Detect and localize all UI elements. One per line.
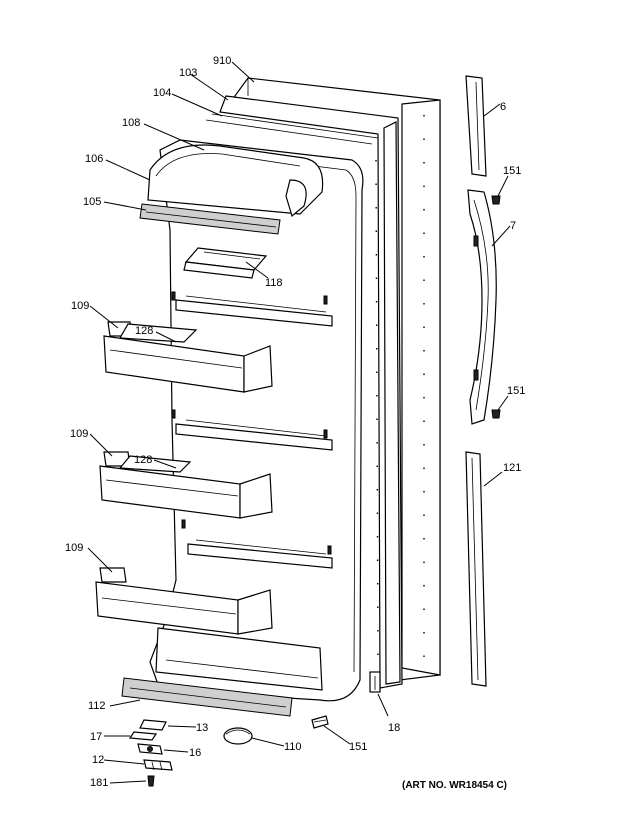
handle-screw-lower [491,409,501,419]
callout-labels: 910 103 104 108 106 105 118 109 128 109 … [65,55,525,791]
callout-110: 110 [284,741,302,753]
door-bin-middle [99,451,273,519]
hinge-hardware [128,719,173,787]
callout-128-middle: 128 [134,454,152,466]
callout-121: 121 [503,462,521,474]
door-bin-lower [95,567,273,635]
hinge-cover [223,727,253,745]
callout-151-bottom: 151 [349,741,367,753]
callout-181: 181 [90,777,108,789]
callout-128-upper: 128 [135,325,153,337]
callout-103: 103 [179,67,197,79]
callout-109-upper: 109 [71,300,89,312]
callout-105: 105 [83,196,101,208]
handle-end-cap-top [465,75,487,177]
callout-109-lower: 109 [65,542,83,554]
leader-lines [87,61,511,784]
lower-hinge-pin [369,671,381,693]
callout-151-middle: 151 [507,385,525,397]
callout-108: 108 [122,117,140,129]
callout-118: 118 [265,277,283,289]
callout-13: 13 [196,722,208,734]
callout-151-upper: 151 [503,165,521,177]
callout-109-middle: 109 [70,428,88,440]
callout-104: 104 [153,87,171,99]
callout-16: 16 [189,747,201,759]
art-number: (ART NO. WR18454 C) [402,780,507,791]
callout-18: 18 [388,722,400,734]
door-handle [467,189,497,425]
small-bin [183,247,268,279]
lower-screw [311,715,329,729]
handle-screw-upper [491,195,501,205]
callout-910: 910 [213,55,231,67]
callout-17: 17 [90,731,102,743]
bottom-trim [121,677,293,717]
callout-112: 112 [88,700,106,712]
callout-7: 7 [510,220,516,232]
callout-6: 6 [500,101,506,113]
dairy-hinge-bar [139,203,281,235]
callout-106: 106 [85,153,103,165]
dairy-compartment-door [147,144,324,218]
handle-trim-strip [465,451,487,687]
callout-12: 12 [92,754,104,766]
